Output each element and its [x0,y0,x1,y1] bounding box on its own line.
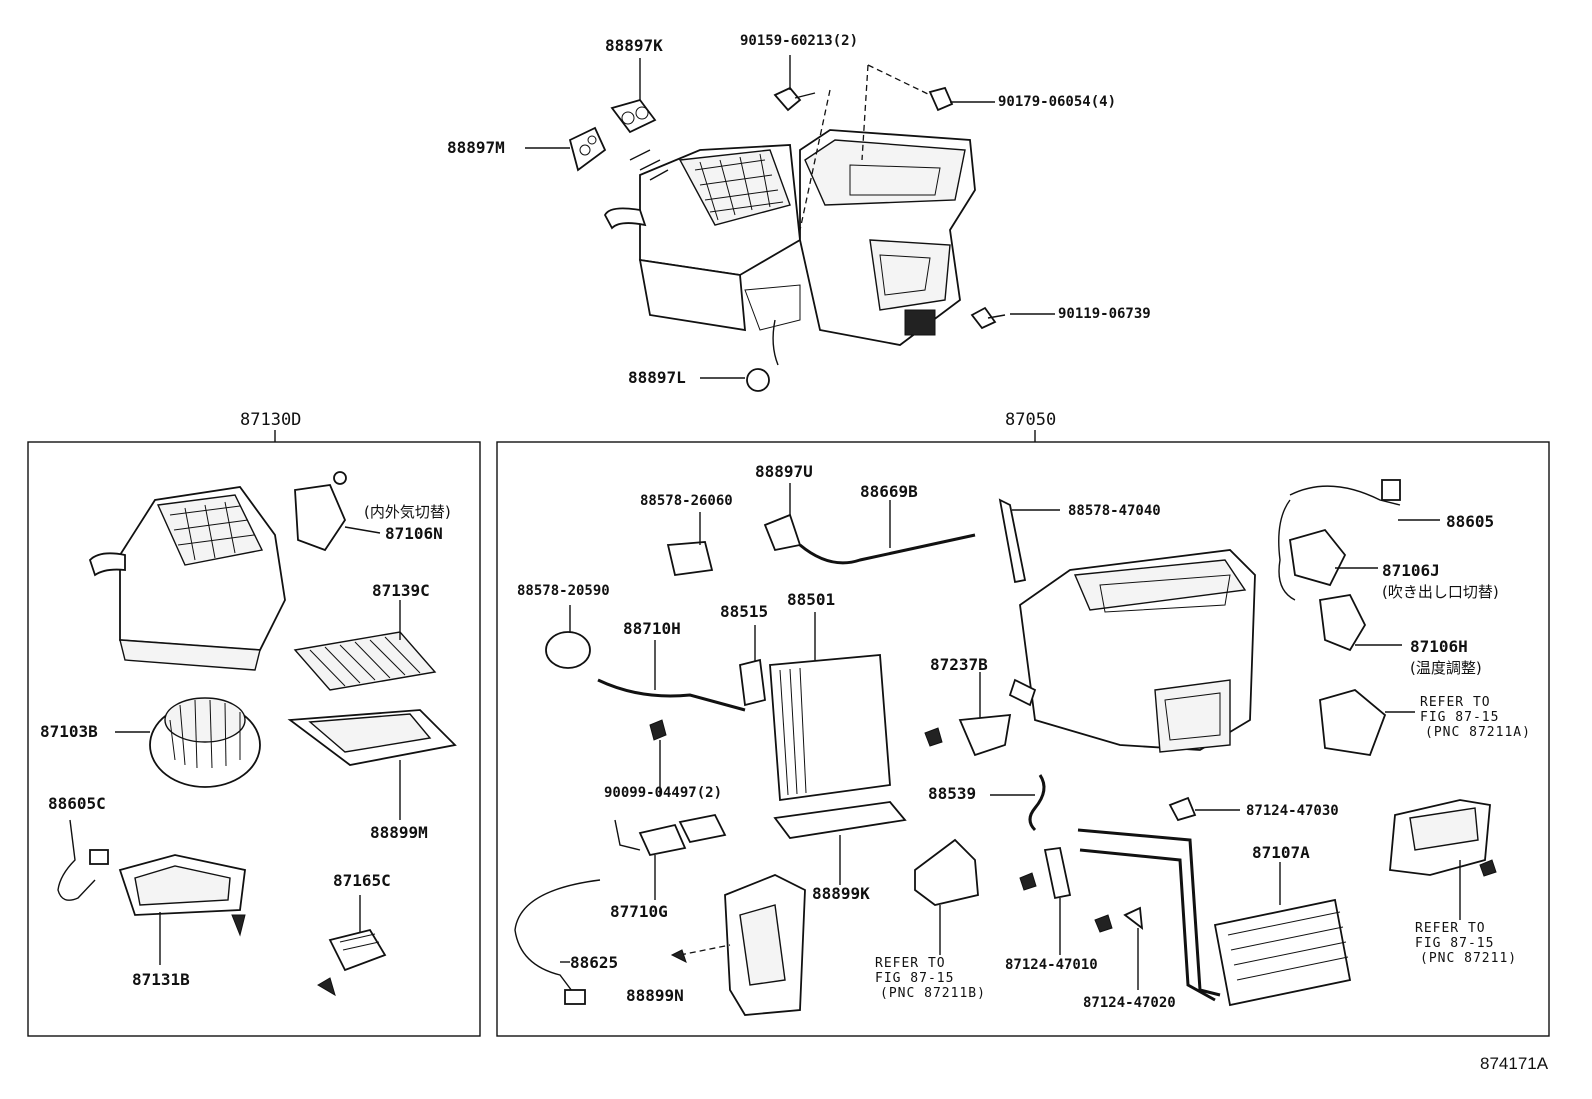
label-88578-47040: 88578-47040 [1068,503,1161,519]
label-87106J: 87106J [1382,561,1440,580]
label-88897U: 88897U [755,462,813,481]
section-title-87050: 87050 [1005,410,1057,430]
note-ref-b-line1: REFER TO [875,956,946,971]
note-ref-c-line3: (PNC 87211) [1420,951,1518,966]
label-88899N: 88899N [626,986,684,1005]
label-87103B: 87103B [40,722,98,741]
right-section-parts [514,479,1497,1016]
label-88897L: 88897L [628,368,686,387]
label-87124-47020: 87124-47020 [1083,995,1176,1011]
heater-unit-assembly [603,129,976,366]
label-88578-26060: 88578-26060 [640,493,733,509]
label-87106J-jp: (吹き出し口切替) [1382,583,1499,601]
label-87710G: 87710G [610,902,668,921]
label-87139C: 87139C [372,581,430,600]
section-title-87130D: 87130D [240,410,302,430]
left-section-box [27,441,481,1037]
note-ref-c-line2: FIG 87-15 [1415,936,1495,951]
note-ref-b-line2: FIG 87-15 [875,971,955,986]
label-88501: 88501 [787,590,836,609]
label-88625: 88625 [570,953,619,972]
label-87165C: 87165C [333,871,391,890]
label-87124-47010: 87124-47010 [1005,957,1098,973]
note-ref-c-line1: REFER TO [1415,921,1486,936]
label-90159-60213: 90159-60213(2) [740,33,859,49]
label-87106N-jp: (内外気切替) [364,503,451,521]
label-88605: 88605 [1446,512,1495,531]
note-ref-a-line1: REFER TO [1420,695,1491,710]
left-section-parts [57,471,457,997]
label-88899M: 88899M [370,823,428,842]
label-87106H: 87106H [1410,637,1468,656]
label-88605C: 88605C [48,794,106,813]
diagram-id: 874171A [1480,1054,1549,1073]
label-87124-47030: 87124-47030 [1246,803,1339,819]
label-88578-20590: 88578-20590 [517,583,610,599]
note-ref-b-line3: (PNC 87211B) [880,986,986,1001]
label-90119-06739: 90119-06739 [1058,306,1151,322]
label-88899K: 88899K [812,884,870,903]
label-87106N: 87106N [385,524,443,543]
label-88710H: 88710H [623,619,681,638]
label-87237B: 87237B [930,655,988,674]
label-88897K: 88897K [605,36,663,55]
note-ref-a-line3: (PNC 87211A) [1425,725,1531,740]
label-90099-04497: 90099-04497(2) [604,785,723,801]
label-87107A: 87107A [1252,843,1310,862]
label-90179-06054: 90179-06054(4) [998,94,1117,110]
label-87106H-jp: (温度調整) [1410,659,1482,677]
label-88897M: 88897M [447,138,505,157]
label-87131B: 87131B [132,970,190,989]
label-88669B: 88669B [860,482,918,501]
right-section-box [496,441,1550,1037]
label-88515: 88515 [720,602,769,621]
label-88539: 88539 [928,784,977,803]
top-small-parts [568,86,1006,392]
note-ref-a-line2: FIG 87-15 [1420,710,1500,725]
